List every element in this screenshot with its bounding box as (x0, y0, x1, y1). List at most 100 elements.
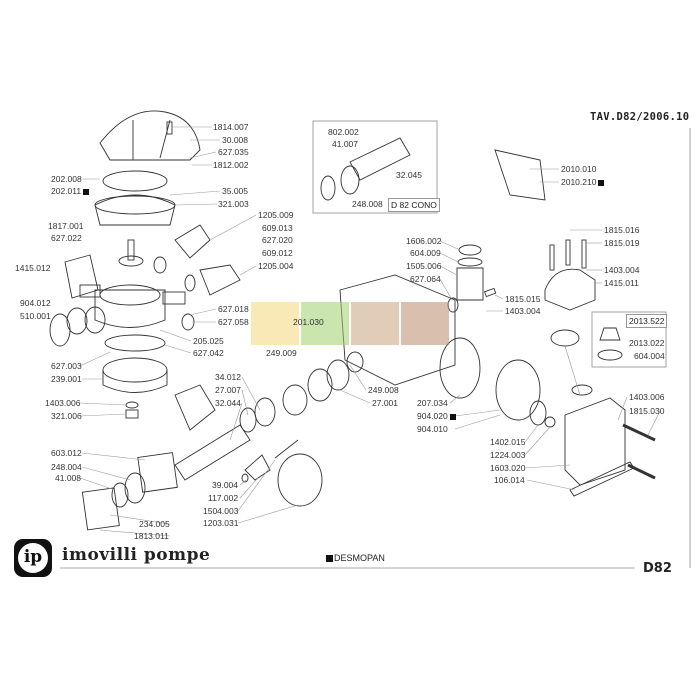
ip-logo: ip (14, 539, 52, 577)
bearing-flange (81, 487, 120, 531)
rear-piston (495, 359, 541, 421)
part-number-label: 904.020 (417, 411, 456, 421)
part-number-label: 2010.010 (561, 164, 597, 174)
part-number-label: 1606.002 (406, 236, 442, 246)
part-number-label: 1813.011 (134, 531, 169, 541)
part-number-label: 609.013 (262, 223, 293, 233)
part-number-label: 1403.006 (45, 398, 81, 408)
part-number-label: 2010.210 (561, 177, 604, 187)
part-number-label: 249.009 (266, 348, 297, 358)
part-number-label: 2013.022 (629, 338, 665, 348)
part-number-label: 1817.001 (48, 221, 84, 231)
part-number-label: 1815.016 (604, 225, 640, 235)
part-number-label: 627.058 (218, 317, 249, 327)
valve-box-label: 2013.522 (626, 314, 668, 328)
pump-head-cover (99, 110, 201, 161)
part-number-label: 41.007 (332, 139, 358, 149)
part-number-label: 202.008 (51, 174, 82, 184)
part-number-label: 603.012 (51, 448, 82, 458)
part-number-label: 207.034 (417, 398, 448, 408)
ring-nut (49, 313, 71, 347)
part-number-label: 627.064 (410, 274, 441, 284)
piston (102, 357, 168, 383)
part-number-label: 239.001 (51, 374, 82, 384)
part-number-label: 1812.002 (213, 160, 249, 170)
valve-cover (544, 268, 596, 311)
part-number-label: 609.012 (262, 248, 293, 258)
leader-lines (79, 126, 661, 537)
part-number-label: 604.009 (410, 248, 441, 258)
part-number-label: 41.008 (55, 473, 81, 483)
pump-shaft (174, 424, 251, 481)
part-number-label: 627.035 (218, 147, 249, 157)
part-number-label: 34.012 (215, 372, 241, 382)
conical-shaft (349, 137, 411, 181)
part-number-label: 39.004 (212, 480, 238, 490)
flange-gasket (137, 452, 178, 493)
part-number-label: 627.018 (218, 304, 249, 314)
part-number-label: 117.002 (208, 493, 239, 503)
part-number-label: 1815.019 (604, 238, 640, 248)
part-number-label: 627.020 (262, 235, 293, 245)
part-number-label: 205.025 (193, 336, 224, 346)
part-number-label: 106.014 (494, 475, 525, 485)
support-bracket (569, 461, 635, 497)
watermark-tile-fence (401, 302, 449, 345)
part-number-label: 1815.030 (629, 406, 665, 416)
brand-name: imovilli pompe (62, 545, 211, 565)
part-number-label: 802.002 (328, 127, 359, 137)
cylinder-ring (94, 194, 176, 226)
repair-kit-bag (494, 149, 546, 201)
table-title: TAV.D82/2006.10 (590, 111, 690, 123)
part-number-label: 510.001 (20, 311, 51, 321)
valve (599, 327, 621, 341)
part-number-label: 1205.009 (258, 210, 294, 220)
connecting-rod-cam (277, 453, 323, 507)
part-number-label: 1505.006 (406, 261, 442, 271)
part-number-label: 35.005 (222, 186, 248, 196)
part-number-label: 1415.011 (604, 278, 639, 288)
o-ring (104, 334, 166, 352)
part-number-label: 321.006 (51, 411, 82, 421)
oil-reservoir (456, 267, 484, 301)
part-number-label: 904.010 (417, 424, 448, 434)
desmopan-legend: DESMOPAN (326, 553, 385, 563)
part-number-label: 604.004 (634, 351, 665, 361)
part-number-label: 1815.015 (505, 294, 541, 304)
watermark-tile-tools (351, 302, 399, 345)
eccentric (174, 384, 216, 431)
part-number-label: 27.001 (372, 398, 398, 408)
part-number-label: 234.005 (139, 519, 170, 529)
part-number-label: 248.004 (51, 462, 82, 472)
part-number-label: 1402.015 (490, 437, 526, 447)
part-number-label: 1504.003 (203, 506, 239, 516)
part-number-label: 1403.004 (604, 265, 640, 275)
part-number-label: 249.008 (368, 385, 399, 395)
inset-box-label: D 82 CONO (388, 198, 440, 212)
part-number-label: 248.008 (352, 199, 383, 209)
part-number-label: 1814.007 (213, 122, 249, 132)
part-number-label: 201.030 (293, 317, 324, 327)
part-number-label: 627.022 (51, 233, 82, 243)
part-number-label: 1224.003 (490, 450, 526, 460)
hose-fitting-1 (174, 224, 211, 259)
part-number-label: 904.012 (20, 298, 51, 308)
oil-cap (458, 244, 482, 256)
part-number-label: 1203.031 (203, 518, 239, 528)
valve-seal (550, 329, 580, 347)
part-number-label: 1205.004 (258, 261, 294, 271)
part-number-label: 1415.012 (15, 263, 51, 273)
part-number-label: 321.003 (218, 199, 249, 209)
part-number-label: 27.007 (215, 385, 241, 395)
part-number-label: 32.045 (396, 170, 422, 180)
part-number-label: 32.044 (215, 398, 241, 408)
part-number-label: 1403.004 (505, 306, 541, 316)
hose-fitting-2 (199, 264, 241, 296)
elbow-fitting (64, 254, 99, 299)
part-number-label: 1603.020 (490, 463, 526, 473)
watermark-tile-tractor (251, 302, 299, 345)
rear-diaphragm (439, 337, 481, 399)
valve-box-frame (591, 311, 667, 368)
